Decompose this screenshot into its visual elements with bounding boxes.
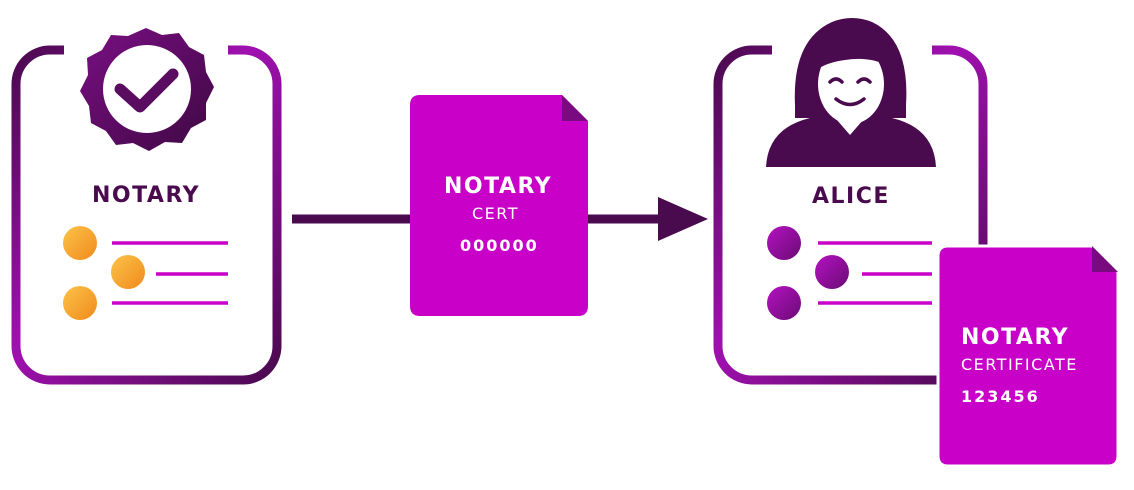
issued-certificate bbox=[936, 244, 1120, 468]
transfer-document-title: NOTARY bbox=[444, 174, 553, 199]
certificate-fold bbox=[1092, 246, 1118, 272]
alice-card bbox=[713, 18, 988, 385]
list-bullet bbox=[767, 226, 801, 260]
alice-list bbox=[767, 226, 932, 320]
certificate-title: NOTARY bbox=[961, 325, 1070, 350]
list-bullet bbox=[63, 286, 97, 320]
list-bullet bbox=[63, 226, 97, 260]
notary-card-title: NOTARY bbox=[92, 183, 201, 208]
alice-card-title: ALICE bbox=[812, 184, 890, 209]
checkmark-seal-icon bbox=[64, 28, 228, 151]
certificate-subtitle: CERTIFICATE bbox=[961, 355, 1078, 374]
list-bullet bbox=[111, 255, 145, 289]
transfer-document-number: 000000 bbox=[460, 236, 539, 255]
notary-list bbox=[63, 226, 228, 320]
document-fold bbox=[562, 95, 588, 121]
list-bullet bbox=[815, 255, 849, 289]
list-bullet bbox=[767, 286, 801, 320]
notary-card bbox=[11, 28, 282, 385]
certificate-body bbox=[936, 244, 1120, 468]
certificate-number: 123456 bbox=[961, 387, 1040, 406]
transfer-document-subtitle: CERT bbox=[472, 204, 520, 223]
transfer-document bbox=[410, 95, 588, 316]
woman-avatar-icon bbox=[766, 18, 936, 167]
document-body bbox=[410, 95, 588, 316]
